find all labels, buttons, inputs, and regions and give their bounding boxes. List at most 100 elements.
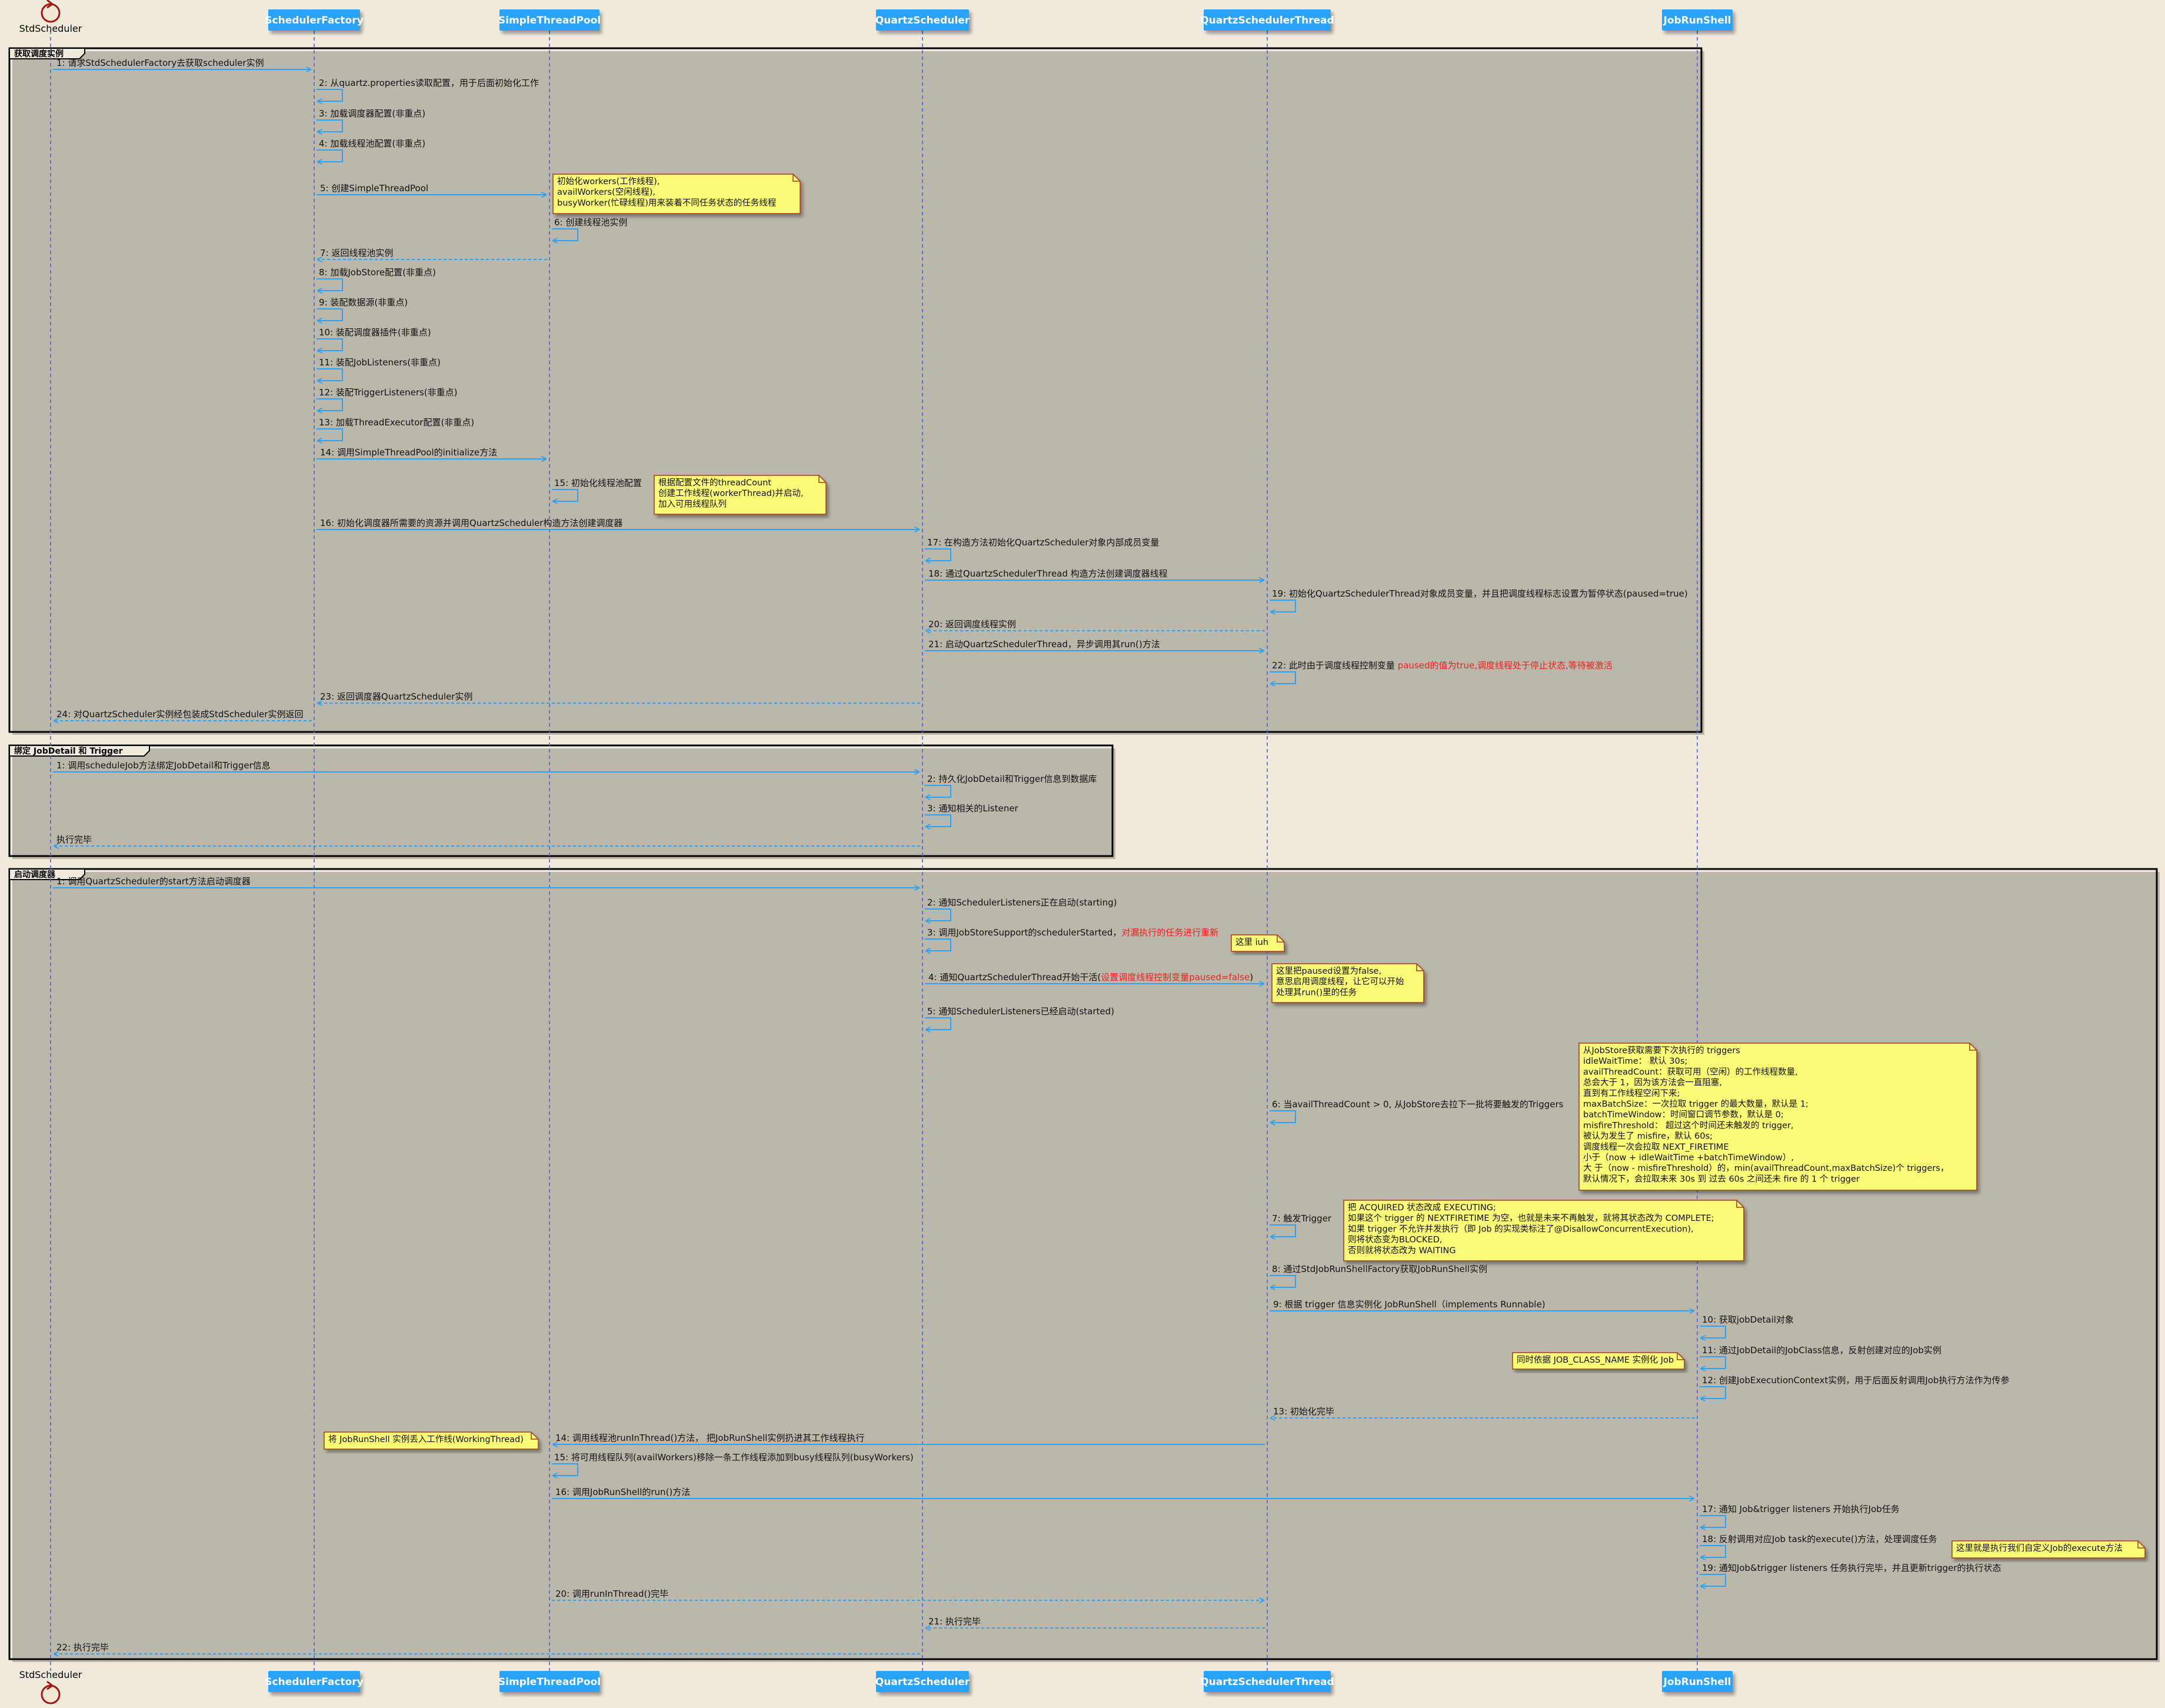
note: 根据配置文件的threadCount创建工作线程(workerThread)并启…	[654, 475, 827, 515]
control-icon	[41, 1684, 61, 1704]
note-line: 意思启用调度线程，让它可以开始	[1276, 976, 1404, 987]
note-box	[654, 475, 827, 515]
message: 18: 反射调用对应Job task的execute()方法，处理调度任务	[1700, 1534, 1937, 1557]
message-label: 18: 通过QuartzSchedulerThread 构造方法创建调度器线程	[928, 568, 1168, 579]
message-label: 16: 初始化调度器所需要的资源并调用QuartzScheduler构造方法创建…	[320, 518, 622, 528]
message: 19: 通知Job&trigger listeners 任务执行完毕，并且更新t…	[1700, 1563, 2001, 1586]
note-line: 这里把paused设置为false,	[1276, 966, 1381, 976]
control-icon	[41, 3, 61, 23]
message: 6: 当availThreadCount > 0, 从JobStore去拉下一批…	[1270, 1099, 1564, 1123]
note-line: availWorkers(空闲线程),	[557, 187, 655, 197]
note-line: 调度线程一次会拉取 NEXT_FIRETIME	[1583, 1142, 1729, 1152]
note-line: 总会大于 1，因为该方法会一直阻塞,	[1583, 1077, 1722, 1088]
note-line: batchTimeWindow：时间窗口调节参数，默认是 0;	[1583, 1109, 1784, 1120]
group-label: 绑定 JobDetail 和 Trigger	[14, 746, 123, 756]
participant-stp: SimpleThreadPool	[498, 1671, 601, 1692]
message-label: 9: 根据 trigger 信息实例化 JobRunShell（implemen…	[1273, 1299, 1546, 1310]
message-label: 21: 启动QuartzSchedulerThread，异步调用其run()方法	[928, 639, 1160, 650]
participant-box	[268, 1671, 360, 1692]
message: 4: 加载线程池配置(非重点)	[317, 138, 425, 162]
message-label: 13: 初始化完毕	[1273, 1406, 1334, 1417]
participant-box	[1204, 1671, 1331, 1692]
self-message-arrow	[317, 398, 343, 411]
note-line: 大 于（now - misfireThreshold）的，min(availTh…	[1583, 1163, 1948, 1173]
note-line: 这里 iuh	[1235, 937, 1268, 947]
message-label: 1: 调用QuartzScheduler的start方法启动调度器	[56, 876, 251, 887]
self-message-arrow	[317, 338, 343, 351]
note-fold	[818, 475, 826, 483]
message: 9: 装配数据源(非重点)	[317, 297, 408, 321]
self-message-arrow	[925, 908, 951, 921]
message-label: 12: 创建JobExecutionContext实例，用于后面反射调用Job执…	[1702, 1375, 2010, 1386]
message: 23: 返回调度器QuartzScheduler实例	[318, 691, 920, 703]
message: 14: 调用线程池runInThread()方法， 把JobRunShell实例…	[553, 1433, 1265, 1444]
message-label: 21: 执行完毕	[928, 1616, 981, 1627]
message-label: 10: 装配调度器插件(非重点)	[319, 327, 431, 338]
note-fold	[792, 174, 800, 182]
message-label: 24: 对QuartzScheduler实例经包装成StdScheduler实例…	[56, 709, 303, 720]
message-label: 9: 装配数据源(非重点)	[319, 297, 408, 308]
note-fold	[1736, 1200, 1744, 1208]
participant-label: JobRunShell	[1663, 1676, 1731, 1688]
participant-std: StdScheduler	[19, 0, 82, 34]
note-box	[1951, 1540, 2146, 1559]
message: 9: 根据 trigger 信息实例化 JobRunShell（implemen…	[1270, 1299, 1694, 1311]
message-label: 19: 通知Job&trigger listeners 任务执行完毕，并且更新t…	[1702, 1563, 2001, 1573]
message: 1: 调用scheduleJob方法绑定JobDetail和Trigger信息	[53, 760, 919, 772]
participant-label: SimpleThreadPool	[498, 15, 601, 26]
self-message-arrow	[317, 308, 343, 321]
message: 10: 获取jobDetail对象	[1700, 1314, 1794, 1338]
participant-label: QuartzScheduler	[875, 1676, 970, 1688]
self-message-arrow	[552, 228, 578, 241]
message-label: 20: 调用runInThread()完毕	[555, 1589, 668, 1599]
participants-layer: StdSchedulerStdSchedulerSchedulerFactory…	[19, 0, 1733, 1704]
note-line: 创建工作线程(workerThread)并启动,	[658, 488, 804, 498]
participant-box	[876, 1671, 969, 1692]
message-label: 3: 加载调度器配置(非重点)	[319, 108, 425, 119]
note: 初始化workers(工作线程),availWorkers(空闲线程),busy…	[552, 174, 801, 214]
message: 15: 初始化线程池配置	[552, 478, 642, 501]
message-label: 2: 通知SchedulerListeners正在启动(starting)	[927, 897, 1117, 908]
message: 20: 返回调度线程实例	[926, 619, 1265, 631]
message: 24: 对QuartzScheduler实例经包装成StdScheduler实例…	[54, 709, 312, 721]
message: 1: 请求StdSchedulerFactory去获取scheduler实例	[53, 58, 311, 69]
self-message-arrow	[925, 1017, 951, 1030]
group-label: 获取调度实例	[14, 49, 64, 59]
message: 13: 初始化完毕	[1271, 1406, 1695, 1418]
self-message-arrow	[1270, 1110, 1296, 1123]
message: 11: 装配JobListeners(非重点)	[317, 357, 441, 381]
notes-layer: 初始化workers(工作线程),availWorkers(空闲线程),busy…	[324, 174, 2146, 1559]
message-label: 16: 调用JobRunShell的run()方法	[555, 1487, 690, 1497]
self-message-arrow	[317, 428, 343, 441]
group-border	[8, 47, 1703, 733]
message: 21: 执行完毕	[926, 1616, 1265, 1628]
self-message-arrow	[317, 278, 343, 291]
group-tab	[9, 48, 85, 59]
note-line: 加入可用线程队列	[658, 499, 727, 509]
message-label: 22: 此时由于调度线程控制变量 paused的值为true,调度线程处于停止状…	[1272, 660, 1613, 671]
control-arrow-icon	[46, 1680, 54, 1690]
group-shadow	[12, 51, 1704, 735]
participant-box	[499, 1671, 599, 1692]
self-message-arrow	[1700, 1574, 1726, 1586]
message: 22: 执行完毕	[54, 1642, 920, 1654]
message: 16: 初始化调度器所需要的资源并调用QuartzScheduler构造方法创建…	[317, 518, 919, 530]
message-label: 4: 通知QuartzSchedulerThread开始干活(设置调度线程控制变…	[928, 972, 1253, 983]
note: 这里 iuh	[1231, 934, 1285, 952]
self-message-arrow	[317, 149, 343, 162]
participant-label: QuartzSchedulerThread	[1200, 1676, 1334, 1688]
participant-label: StdScheduler	[19, 1669, 82, 1680]
group-shadow	[12, 748, 1115, 859]
participant-qs: QuartzScheduler	[875, 9, 970, 31]
message-label: 5: 创建SimpleThreadPool	[320, 183, 428, 194]
message: 21: 启动QuartzSchedulerThread，异步调用其run()方法	[925, 639, 1264, 651]
lifelines-layer	[50, 31, 1698, 1671]
message: 2: 从quartz.properties读取配置，用于后面初始化工作	[317, 78, 539, 101]
message-label: 7: 返回线程池实例	[320, 248, 393, 258]
participant-std: StdScheduler	[19, 1669, 82, 1704]
participant-jrs: JobRunShell	[1662, 9, 1733, 31]
message: 14: 调用SimpleThreadPool的initialize方法	[317, 447, 546, 459]
message-label: 10: 获取jobDetail对象	[1702, 1314, 1794, 1325]
message-label: 18: 反射调用对应Job task的execute()方法，处理调度任务	[1702, 1534, 1937, 1544]
message: 22: 此时由于调度线程控制变量 paused的值为true,调度线程处于停止状…	[1270, 660, 1613, 684]
